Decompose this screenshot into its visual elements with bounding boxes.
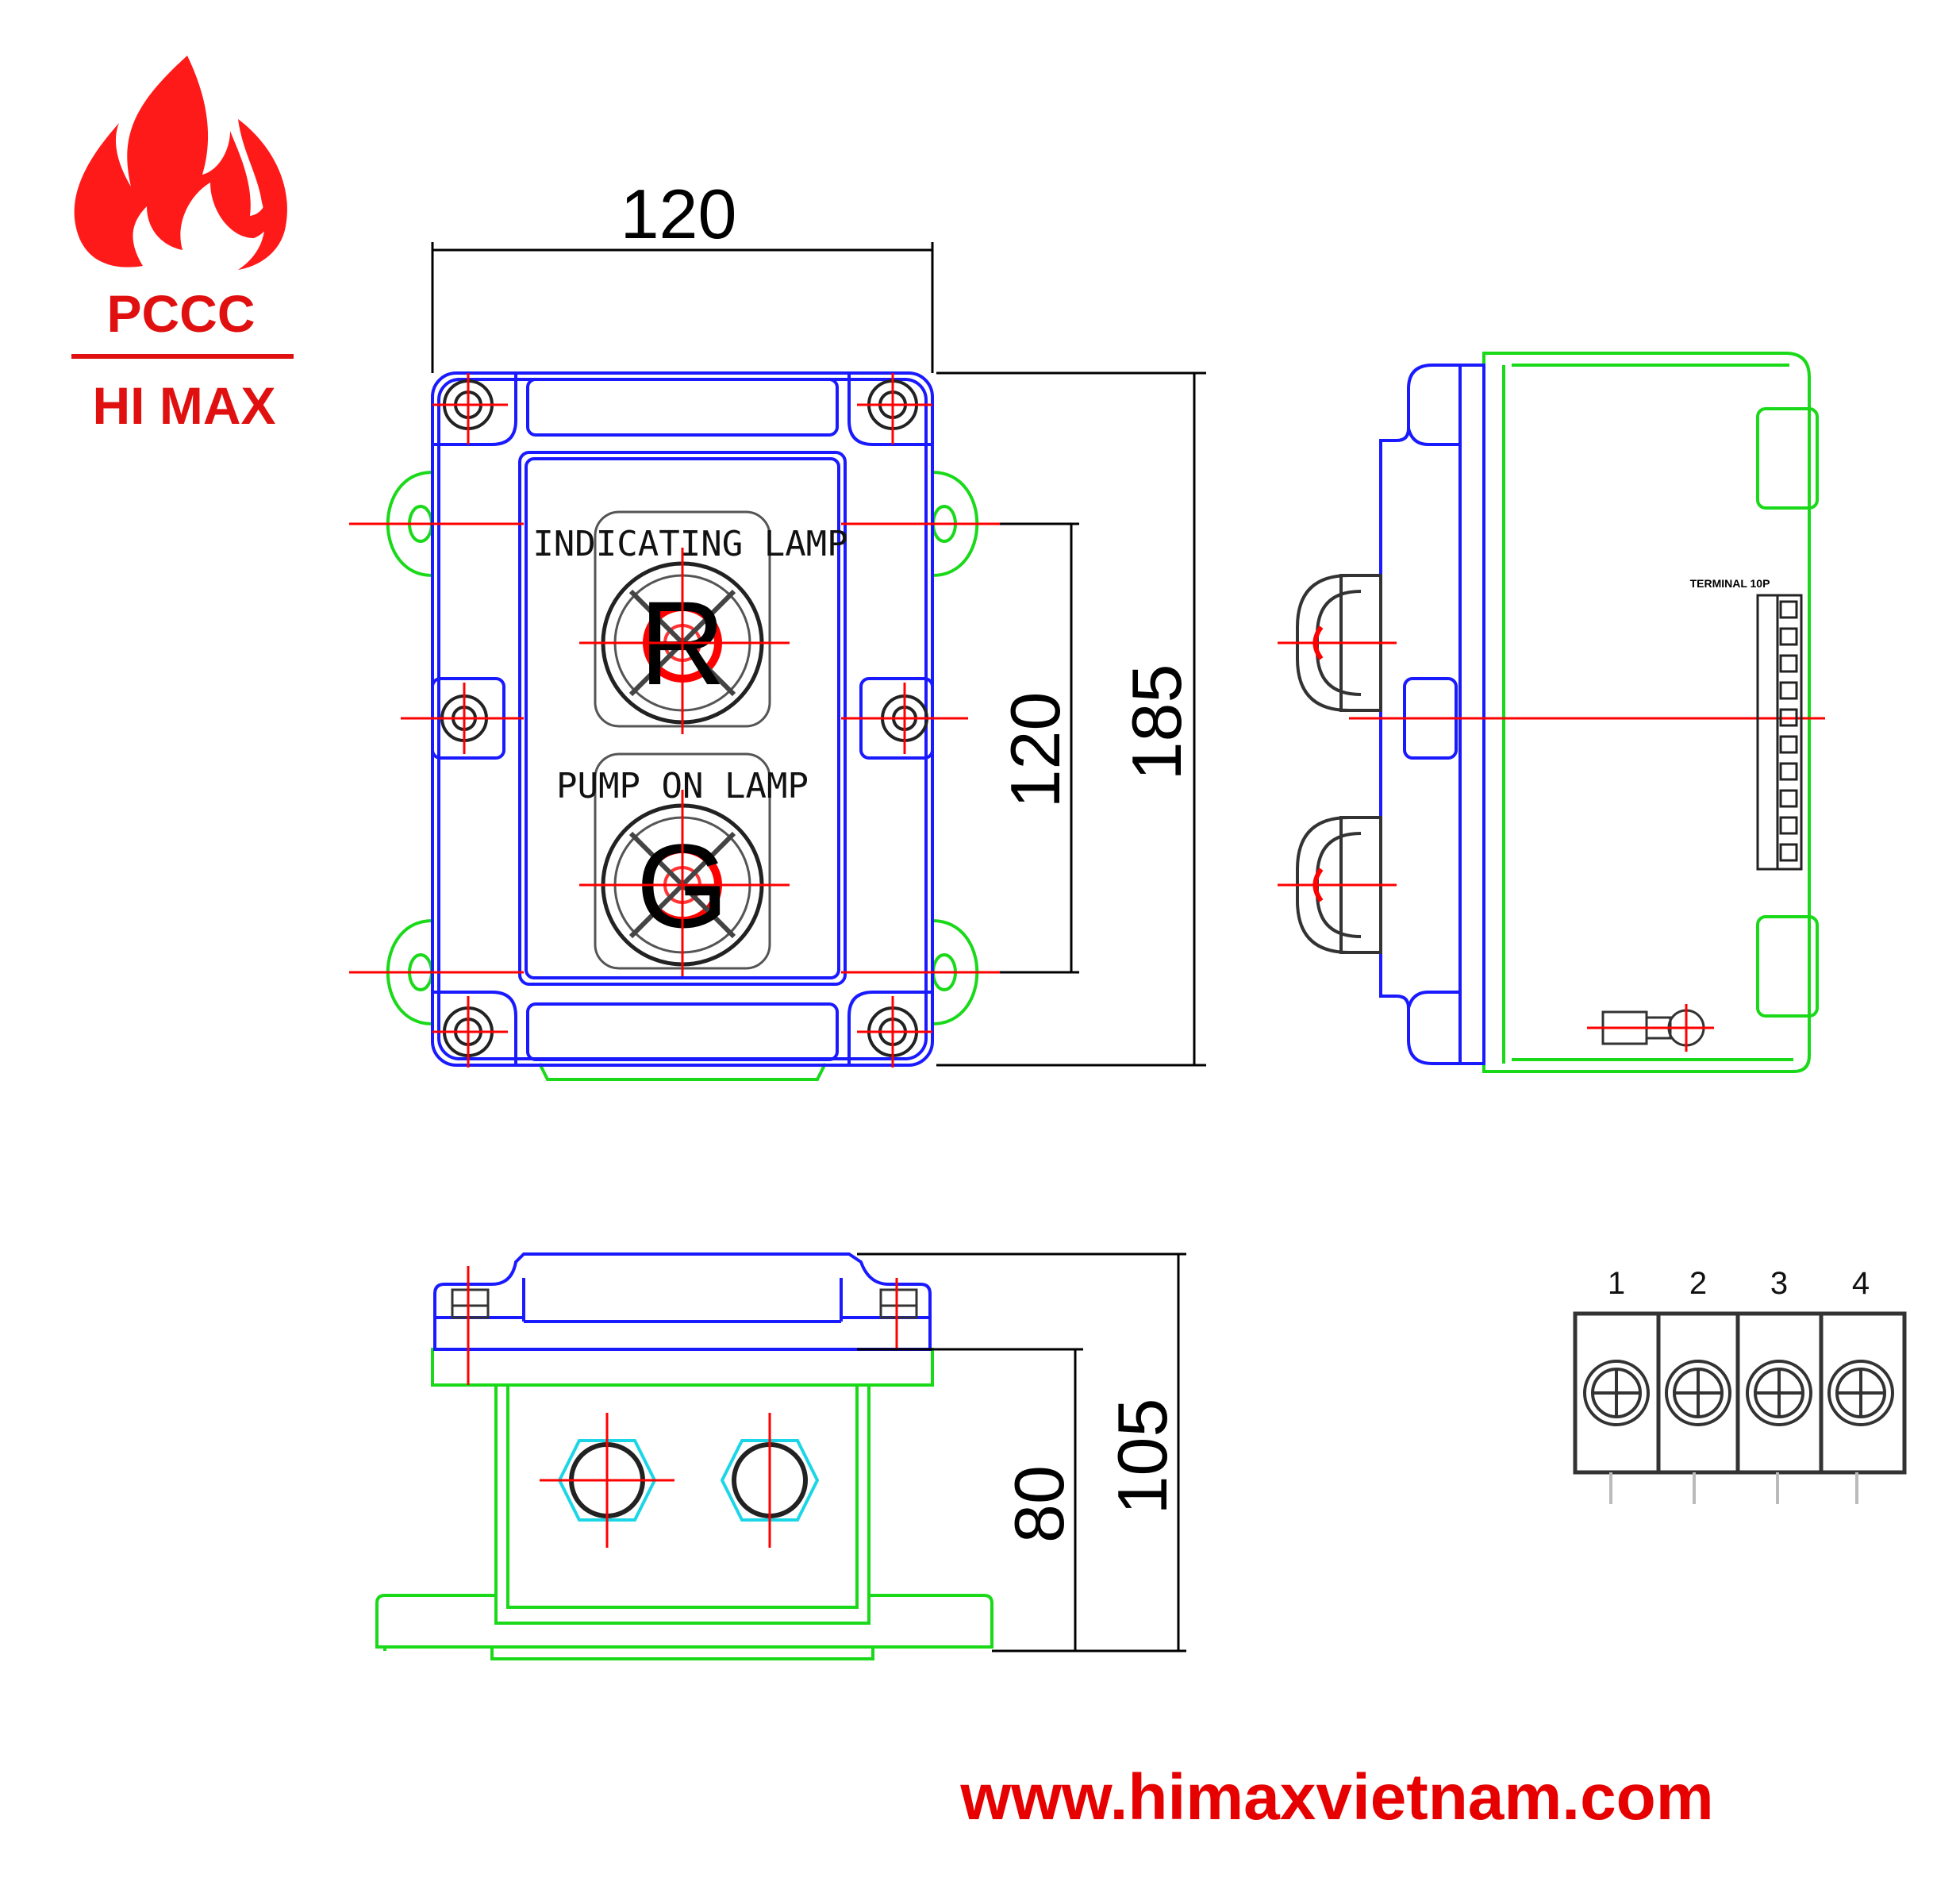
- terminal-block: 1 2 3 4: [1573, 1266, 1907, 1504]
- indicating-lamp-label: INDICATING LAMP: [532, 524, 847, 564]
- dim-width-120: 120: [621, 175, 737, 253]
- side-centerlines: [1278, 641, 1825, 887]
- bottom-blue-cover: [433, 1252, 932, 1351]
- side-lamp: [1296, 574, 1382, 954]
- brand-logo: PCCC HI MAX: [71, 56, 294, 435]
- website-url[interactable]: www.himaxvietnam.com: [959, 1761, 1713, 1833]
- terminal-number-4: 4: [1852, 1266, 1870, 1301]
- dimensions-bottom: [857, 1252, 1186, 1653]
- brand-bottom-text: HI MAX: [93, 376, 276, 435]
- flame-icon: [74, 56, 273, 267]
- bottom-green-base: [375, 1348, 993, 1660]
- terminal-number-2: 2: [1689, 1266, 1707, 1301]
- dimensions-front: [431, 242, 1206, 1067]
- terminal-screw: [1583, 1360, 1894, 1426]
- terminal-number-1: 1: [1608, 1266, 1625, 1301]
- brand-top-text: PCCC: [106, 284, 255, 343]
- dim-height-185: 185: [1117, 664, 1196, 781]
- dim-height-120: 120: [996, 692, 1074, 809]
- bottom-view: [375, 1252, 993, 1660]
- side-green-base: [1482, 352, 1819, 1073]
- ground-screw: [1587, 1004, 1714, 1052]
- side-blue-cover: [1379, 364, 1485, 1065]
- terminal-10p-label: TERMINAL 10P: [1690, 577, 1770, 590]
- dim-depth-80: 80: [1000, 1465, 1078, 1543]
- terminal-strip: [1756, 594, 1803, 871]
- front-view: R G INDICATING LAMP PUMP ON LAMP: [349, 371, 1016, 1081]
- bottom-centerlines: [467, 1266, 898, 1548]
- bottom-screws: [451, 1288, 918, 1319]
- side-view: TERMINAL 10P: [1278, 352, 1825, 1073]
- terminal-number-3: 3: [1770, 1266, 1788, 1301]
- centerlines: [349, 373, 1016, 1068]
- dim-depth-105: 105: [1103, 1399, 1182, 1515]
